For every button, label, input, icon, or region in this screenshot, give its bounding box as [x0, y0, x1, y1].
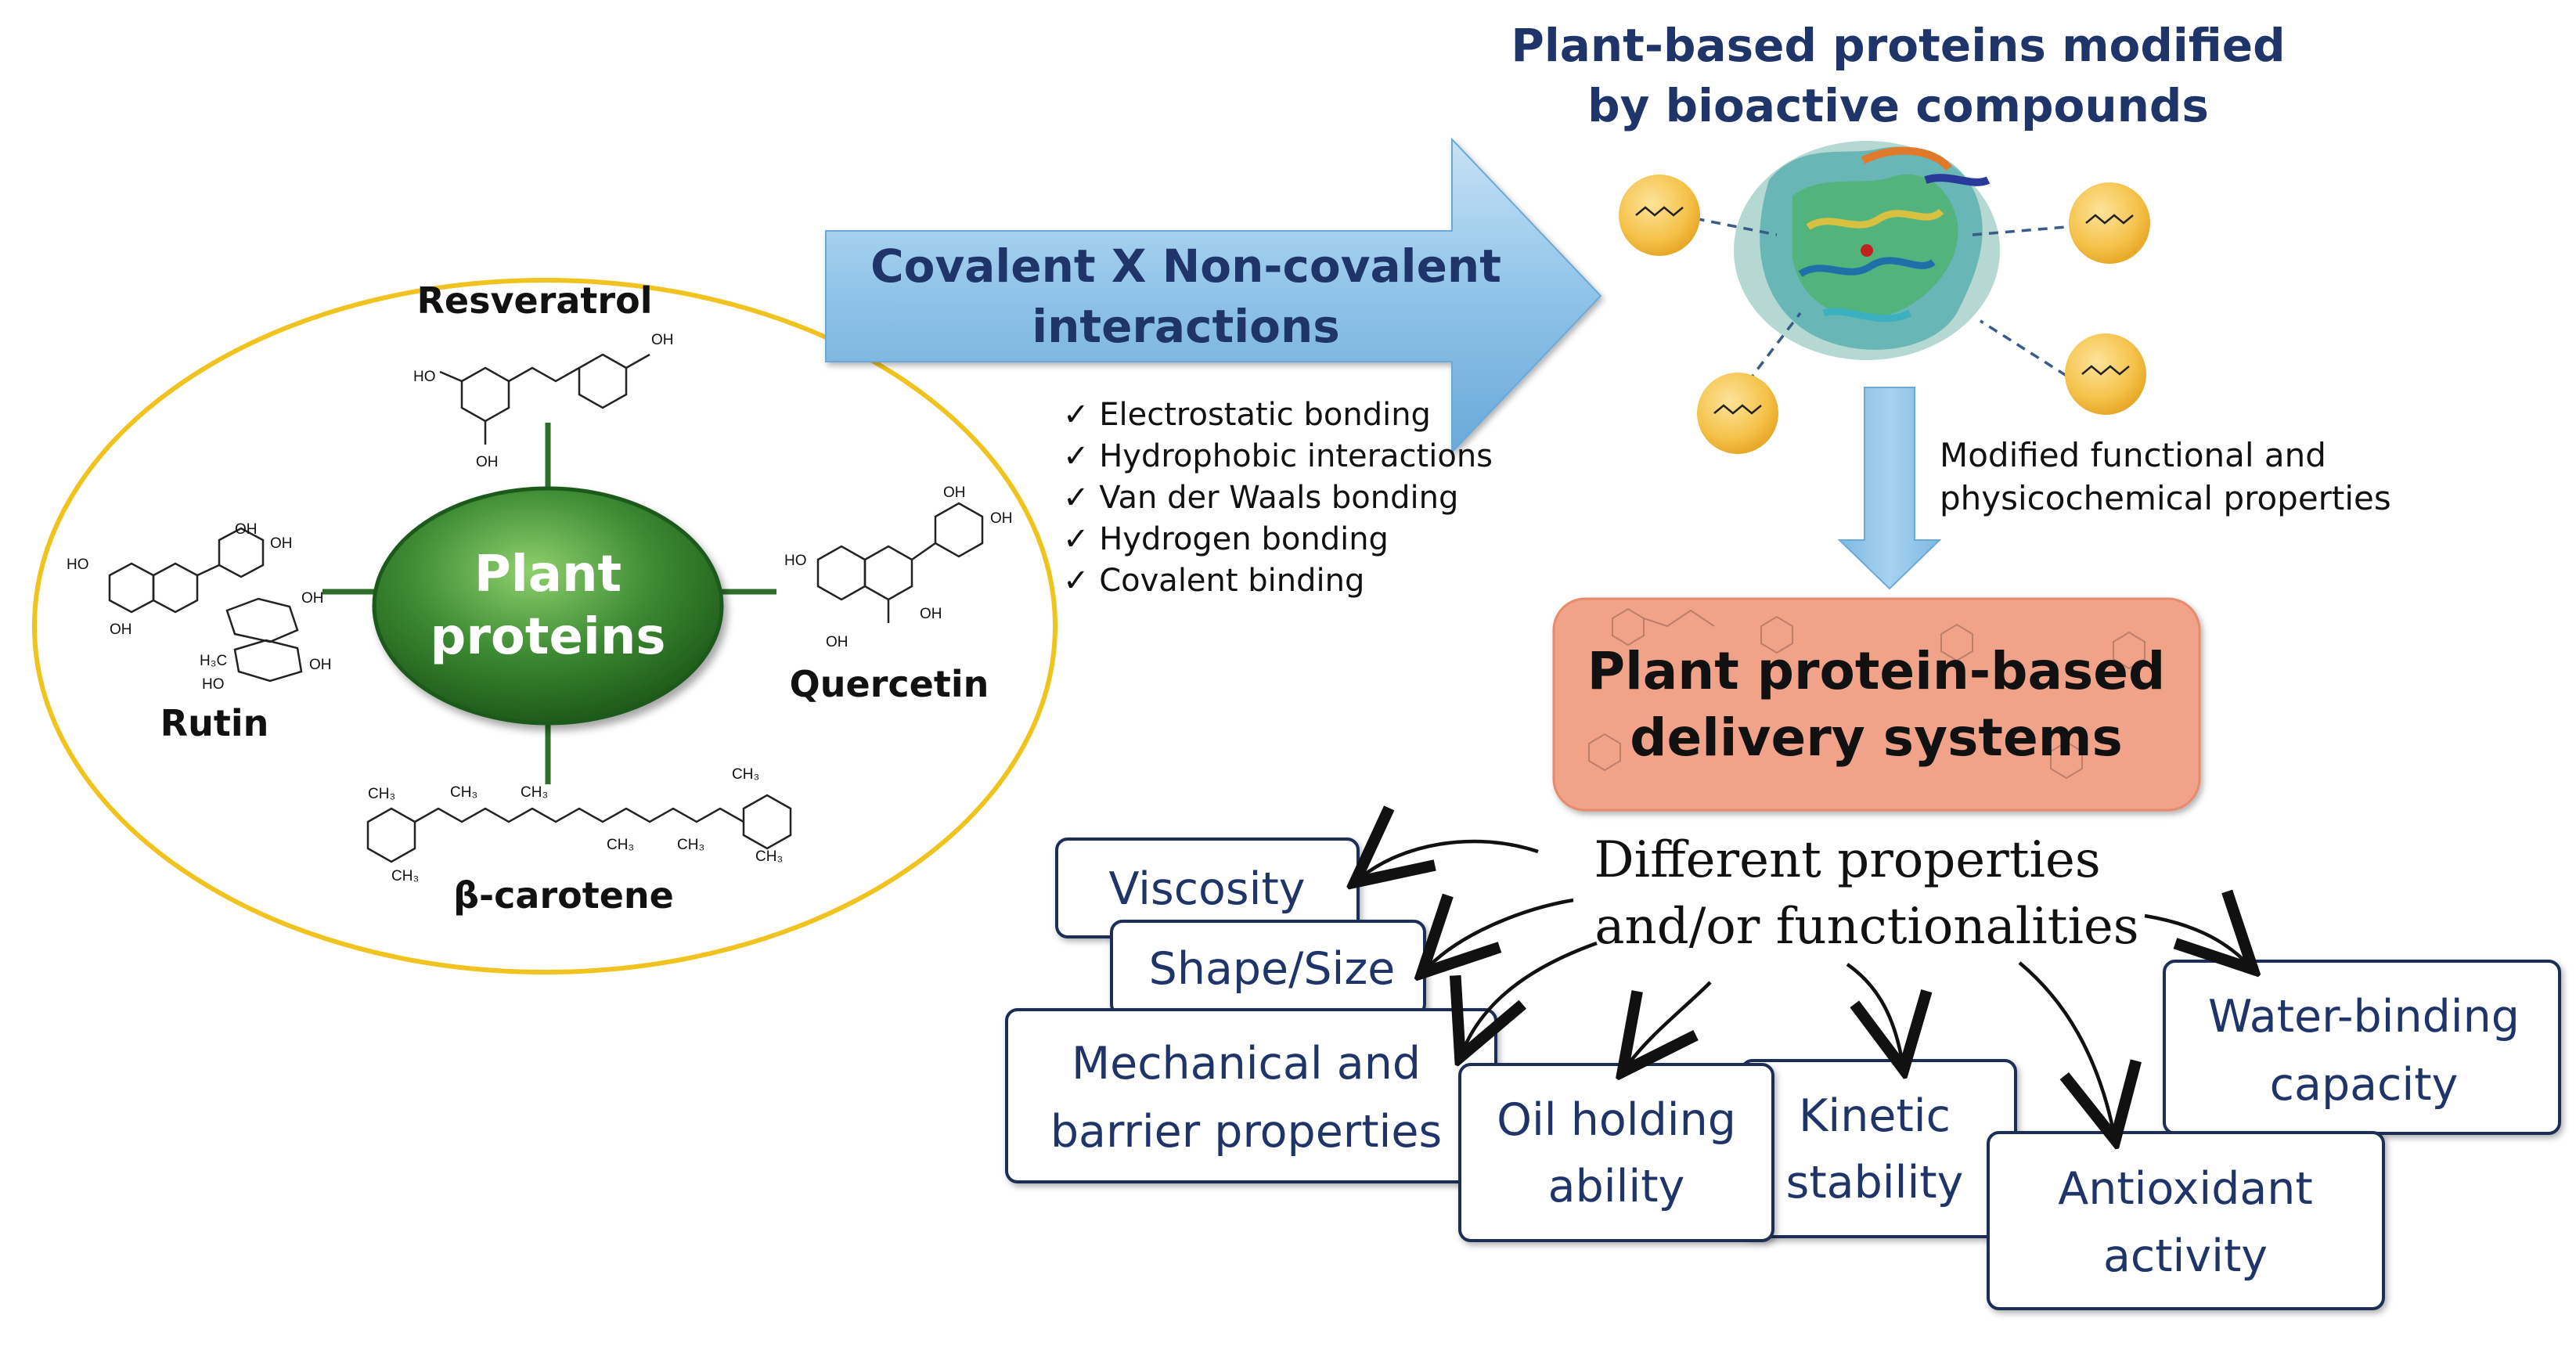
interaction-item-3: ✓ Van der Waals bonding: [1063, 480, 1458, 516]
kinetic-label-line1: Kinetic: [1799, 1090, 1951, 1142]
quercetin-label: Quercetin: [790, 663, 989, 705]
rutin-oh-1: OH: [235, 521, 258, 538]
rutin-ho-2: HO: [202, 676, 225, 693]
protein-structure: [1734, 141, 2000, 360]
property-box-antioxidant: Antioxidant activity: [1987, 1131, 2385, 1310]
modified-title-line1: Plant-based proteins modified: [1511, 19, 2285, 72]
bioactive-spheres: [1619, 175, 2150, 454]
properties-heading-line2: and/or functionalities: [1594, 898, 2138, 956]
antioxidant-label-line2: activity: [2103, 1230, 2268, 1282]
carotene-ch3-6: CH₃: [732, 766, 759, 783]
rutin-oh-3: OH: [110, 621, 132, 638]
interaction-item-5: ✓ Covalent binding: [1063, 563, 1364, 599]
quercetin-oh-4: OH: [826, 634, 848, 650]
property-box-oil-holding: Oil holding ability: [1458, 1063, 1774, 1242]
interaction-item-1: ✓ Electrostatic bonding: [1063, 397, 1431, 433]
carotene-ch3-1: CH₃: [368, 786, 395, 802]
resveratrol-oh-1: OH: [651, 332, 674, 348]
rutin-oh-5: OH: [309, 657, 332, 673]
interaction-list: ✓ Electrostatic bonding ✓ Hydrophobic in…: [1063, 397, 1493, 599]
property-box-water-binding: Water-binding capacity: [2163, 960, 2561, 1135]
property-box-mechanical: Mechanical and barrier properties: [1005, 1008, 1497, 1183]
quercetin-oh-1: OH: [943, 484, 966, 501]
viscosity-label: Viscosity: [1108, 863, 1305, 915]
rutin-oh-4: OH: [301, 590, 324, 607]
interaction-item-4: ✓ Hydrogen bonding: [1063, 521, 1389, 557]
carotene-structure: CH₃ CH₃ CH₃ CH₃ CH₃ CH₃ CH₃ CH₃: [366, 766, 792, 884]
oil-label-line1: Oil holding: [1497, 1094, 1736, 1146]
delivery-title-line2: delivery systems: [1630, 708, 2123, 768]
modified-title-line2: by bioactive compounds: [1587, 79, 2209, 132]
carotene-ch3-5: CH₃: [677, 837, 704, 853]
resveratrol-structure: OH HO OH: [413, 332, 674, 470]
rutin-label: Rutin: [160, 702, 269, 744]
bioactive-sphere-1: [1619, 175, 1700, 256]
bioactive-sphere-2: [2069, 182, 2150, 264]
carotene-ch3-4: CH₃: [607, 837, 634, 853]
property-arrows: [1362, 841, 2246, 1131]
rutin-structure: OH OH HO OH OH OH H₃C HO: [67, 521, 332, 693]
bioactive-sphere-4: [2065, 333, 2146, 415]
hub-connectors: [322, 423, 776, 784]
kinetic-label-line2: stability: [1786, 1157, 1964, 1209]
carotene-label: β-carotene: [453, 874, 674, 917]
arrow-title-line2: interactions: [1032, 300, 1340, 353]
water-label-line2: capacity: [2270, 1059, 2459, 1111]
rutin-ho: HO: [67, 557, 89, 573]
carotene-ch3-3: CH₃: [521, 784, 548, 801]
carotene-ch3-8: CH₃: [391, 868, 419, 884]
down-arrow: [1837, 387, 1942, 590]
modified-note-line1: Modified functional and: [1940, 436, 2326, 474]
arrow-title-line1: Covalent X Non-covalent: [870, 240, 1501, 293]
hub-title-line2: proteins: [431, 608, 666, 666]
delivery-title-line1: Plant protein-based: [1587, 641, 2166, 701]
bioactive-sphere-3: [1697, 373, 1778, 454]
interaction-item-2: ✓ Hydrophobic interactions: [1063, 438, 1493, 474]
interaction-arrow: [825, 137, 1602, 455]
quercetin-oh-2: OH: [990, 510, 1013, 527]
properties-heading-line1: Different properties: [1594, 831, 2100, 889]
resveratrol-ho: HO: [413, 369, 436, 385]
modified-note-line2: physicochemical properties: [1940, 479, 2391, 517]
shape-size-label: Shape/Size: [1149, 943, 1396, 995]
resveratrol-label: Resveratrol: [417, 279, 653, 322]
water-label-line1: Water-binding: [2208, 991, 2520, 1043]
delivery-molecule-watermark: [1588, 607, 2145, 780]
resveratrol-oh-2: OH: [476, 454, 499, 470]
quercetin-structure: OH OH HO OH OH: [784, 484, 1013, 650]
mechanical-label-line2: barrier properties: [1050, 1106, 1442, 1158]
delivery-systems-box: [1552, 597, 2201, 812]
carotene-ch3-2: CH₃: [450, 784, 477, 801]
plant-proteins-hub: [372, 486, 724, 726]
quercetin-ho: HO: [784, 553, 807, 569]
property-box-kinetic: Kinetic stability: [1740, 1059, 2017, 1238]
oil-label-line2: ability: [1548, 1161, 1685, 1212]
quercetin-oh-3: OH: [920, 606, 942, 622]
rutin-oh-2: OH: [270, 535, 293, 552]
rutin-ch3: H₃C: [200, 653, 227, 669]
mechanical-label-line1: Mechanical and: [1072, 1038, 1421, 1090]
property-box-shape-size: Shape/Size: [1110, 920, 1426, 1017]
hub-title-line1: Plant: [474, 546, 621, 603]
carotene-ch3-7: CH₃: [755, 848, 783, 865]
property-box-viscosity: Viscosity: [1055, 837, 1360, 938]
antioxidant-label-line1: Antioxidant: [2058, 1163, 2313, 1215]
